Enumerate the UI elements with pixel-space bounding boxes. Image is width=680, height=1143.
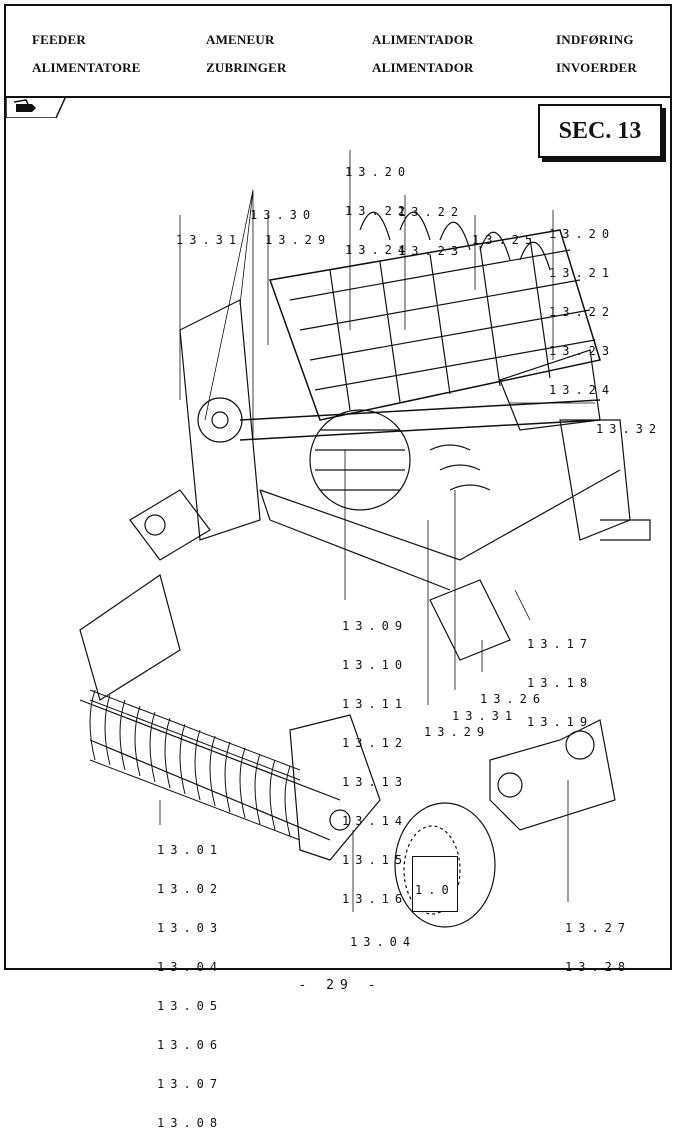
- ref-group-wheel: 1.0: [412, 856, 458, 912]
- ref-label: 13.14: [342, 814, 409, 828]
- ref-label: 13.17: [527, 637, 594, 651]
- ref-label: 13.22: [398, 205, 465, 219]
- ref-label: 13.21: [549, 266, 616, 280]
- ref-group-rotor: 13.09 13.10 13.11 13.12 13.13 13.14 13.1…: [342, 594, 408, 919]
- ref-group-left-top: 13.30: [250, 183, 316, 235]
- ref-group-lower-mid: 13.26: [480, 667, 546, 719]
- ref-label: 13.12: [342, 736, 409, 750]
- ref-label: 13.29: [265, 233, 332, 247]
- ref-label: 13.08: [157, 1116, 224, 1130]
- ref-label: 13.09: [342, 619, 409, 633]
- ref-label: 13.10: [342, 658, 409, 672]
- title-nl: INVOERDER: [556, 60, 637, 75]
- ref-label: 13.29: [424, 725, 491, 739]
- ref-label: 13.13: [342, 775, 409, 789]
- ref-label: 13.20: [345, 165, 412, 179]
- title-de: ZUBRINGER: [206, 60, 287, 75]
- title-pt: ALIMENTADOR: [372, 60, 474, 75]
- ref-group-pickup-side: 13.04: [350, 910, 416, 962]
- book-arrow-icon[interactable]: [6, 96, 66, 118]
- title-da: INDFØRING: [556, 32, 634, 47]
- ref-label: 13.24: [345, 243, 412, 257]
- title-es: ALIMENTADOR: [372, 32, 474, 47]
- ref-label: 13.11: [342, 697, 409, 711]
- ref-group-lower: 13.31: [452, 684, 518, 736]
- ref-label: 13.19: [527, 715, 594, 729]
- ref-label: 13.23: [549, 344, 616, 358]
- ref-label: 13.27: [565, 921, 632, 935]
- ref-label: 13.04: [157, 960, 224, 974]
- ref-label: 13.01: [157, 843, 224, 857]
- ref-label: 13.15: [342, 853, 409, 867]
- ref-group-left: 13.31: [176, 208, 242, 260]
- ref-group-bracket: 13.17 13.18 13.19: [527, 612, 593, 742]
- page-number: - 29 -: [298, 978, 382, 993]
- title-fr: AMENEUR: [206, 32, 275, 47]
- ref-label: 13.22: [345, 204, 412, 218]
- ref-group-gearbox: 13.27 13.28: [565, 896, 631, 987]
- ref-label: 13.20: [549, 227, 616, 241]
- page-frame: FEEDER AMENEUR ALIMENTADOR INDFØRING ALI…: [4, 4, 672, 970]
- ref-group-top-center: 13.20 13.22 13.24: [345, 140, 411, 270]
- ref-group-chute: 13.32: [596, 397, 662, 449]
- ref-label: 1.0: [415, 883, 455, 897]
- section-badge: SEC. 13: [538, 104, 662, 158]
- ref-label: 13.02: [157, 882, 224, 896]
- ref-label: 13.03: [157, 921, 224, 935]
- ref-label: 13.06: [157, 1038, 224, 1052]
- ref-group-lower-left: 13.29: [424, 700, 490, 752]
- ref-label: 13.23: [398, 244, 465, 258]
- ref-label: 13.22: [549, 305, 616, 319]
- ref-label: 13.28: [565, 960, 632, 974]
- ref-label: 13.31: [452, 709, 519, 723]
- ref-label: 13.32: [596, 422, 663, 436]
- ref-label: 13.31: [176, 233, 243, 247]
- ref-label: 13.07: [157, 1077, 224, 1091]
- ref-label: 13.16: [342, 892, 409, 906]
- ref-label: 13.04: [350, 935, 417, 949]
- ref-group-right-top: 13.20 13.21 13.22 13.23 13.24: [549, 202, 615, 410]
- ref-group-left-mid: 13.29: [265, 208, 331, 260]
- ref-group-auger: 13.25: [472, 208, 538, 260]
- ref-label: 13.05: [157, 999, 224, 1013]
- ref-label: 13.30: [250, 208, 317, 222]
- ref-label: 13.26: [480, 692, 547, 706]
- title-en: FEEDER: [32, 32, 86, 47]
- ref-label: 13.24: [549, 383, 616, 397]
- title-header: FEEDER AMENEUR ALIMENTADOR INDFØRING ALI…: [6, 6, 670, 98]
- title-it: ALIMENTATORE: [32, 60, 141, 75]
- ref-label: 13.25: [472, 233, 539, 247]
- exploded-feeder-drawing: [79, 150, 651, 928]
- ref-group-top-right: 13.22 13.23: [398, 180, 464, 271]
- ref-label: 13.18: [527, 676, 594, 690]
